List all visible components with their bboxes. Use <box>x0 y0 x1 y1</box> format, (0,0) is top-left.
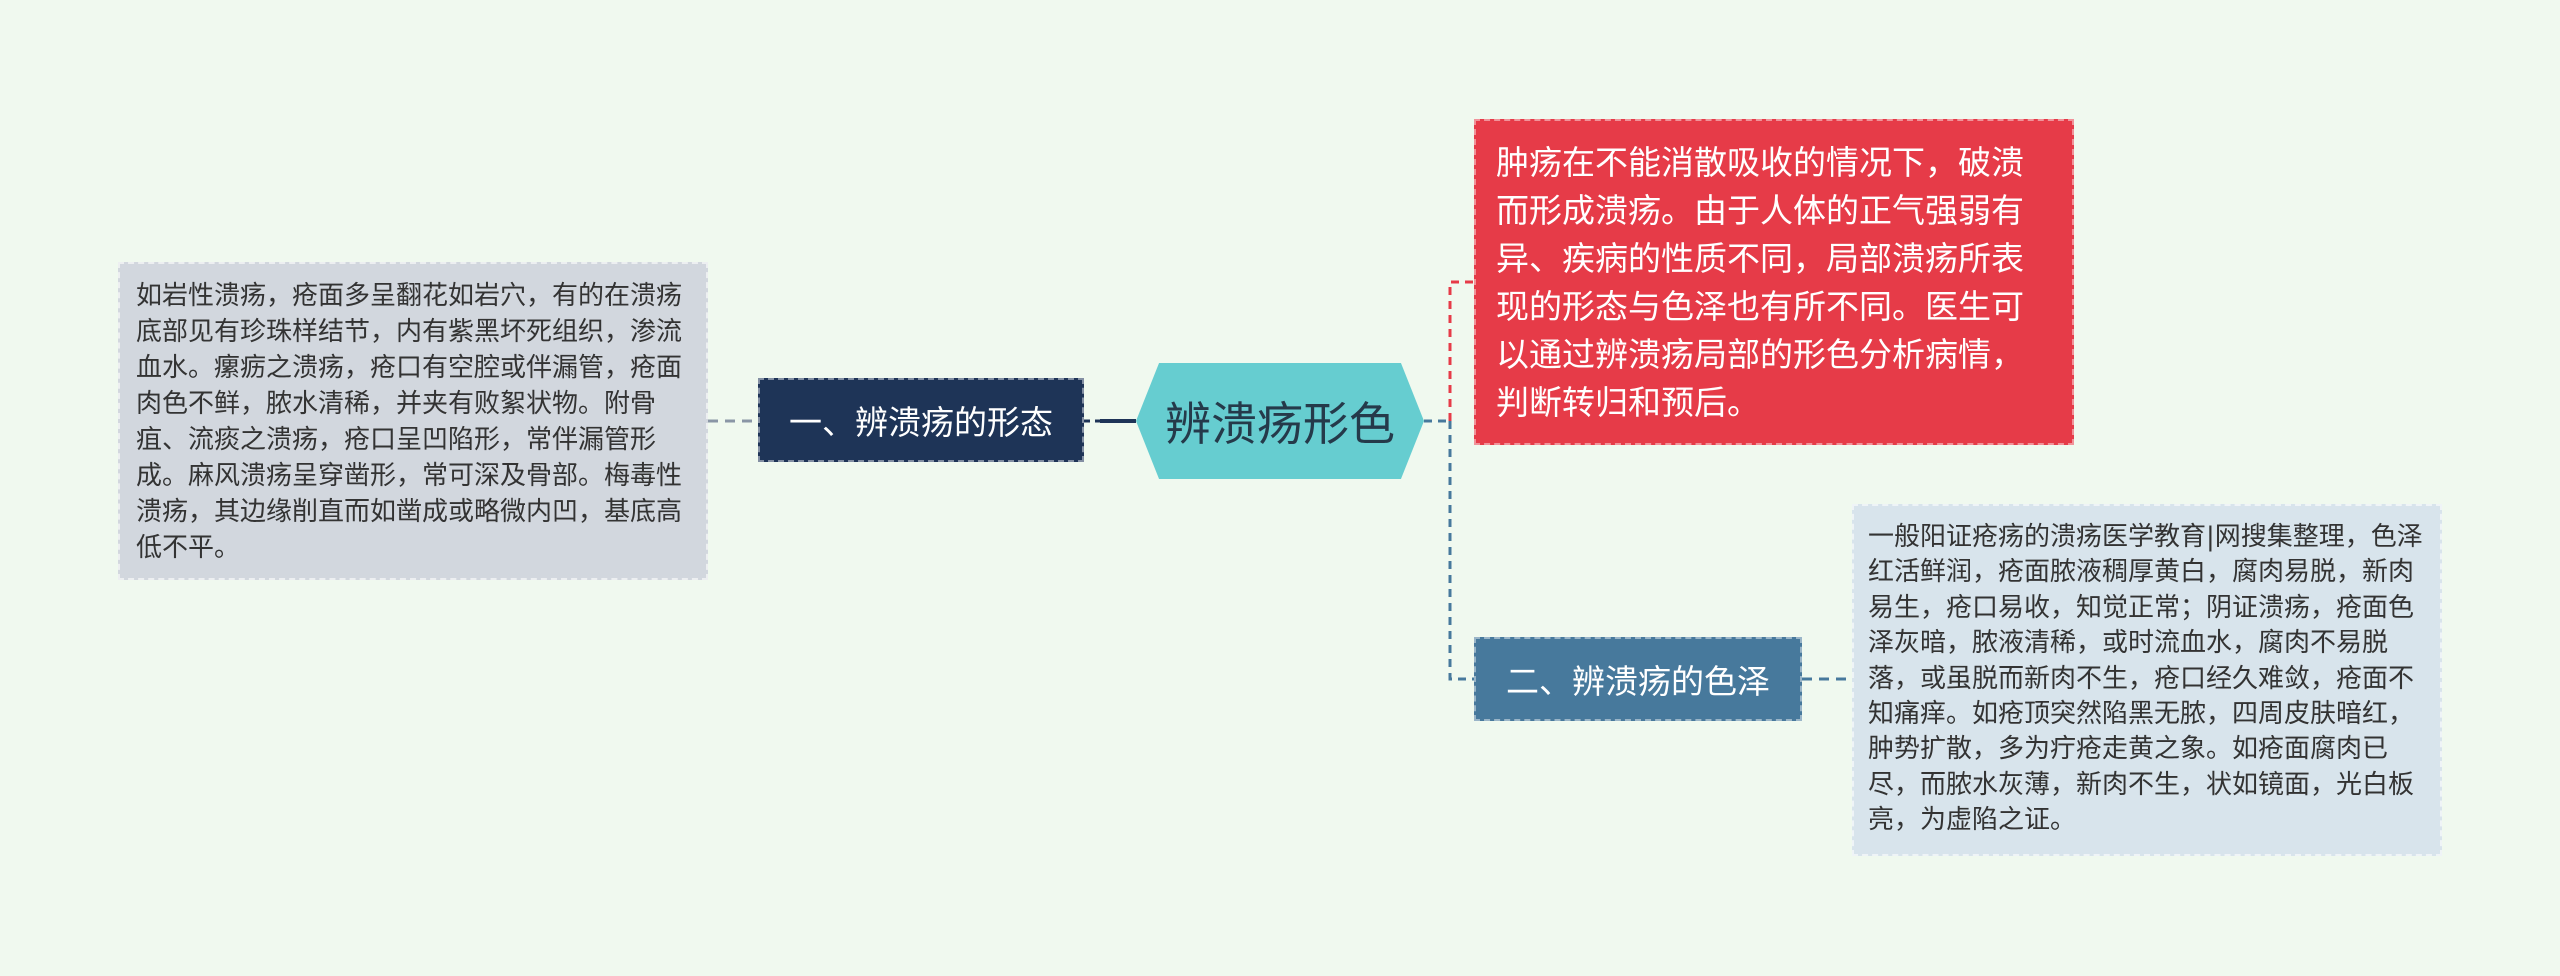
connector-trunk-to-info-red <box>1448 280 1474 421</box>
summary-node[interactable]: 肿疡在不能消散吸收的情况下，破溃而形成溃疡。由于人体的正气强弱有异、疾病的性质不… <box>1474 119 2074 445</box>
central-topic-node[interactable]: 辨溃疡形色 <box>1136 363 1424 479</box>
branch-node-shape[interactable]: 一、辨溃疡的形态 <box>758 378 1084 462</box>
connector-trunk-to-branch-right <box>1448 421 1474 681</box>
leaf-node-shape-detail: 如岩性溃疡，疮面多呈翻花如岩穴，有的在溃疡底部见有珍珠样结节，内有紫黑坏死组织，… <box>118 262 708 580</box>
branch-node-color[interactable]: 二、辨溃疡的色泽 <box>1474 637 1802 721</box>
leaf-node-color-detail: 一般阳证疮疡的溃疡医学教育|网搜集整理，色泽红活鲜润，疮面脓液稠厚黄白，腐肉易脱… <box>1852 504 2442 856</box>
